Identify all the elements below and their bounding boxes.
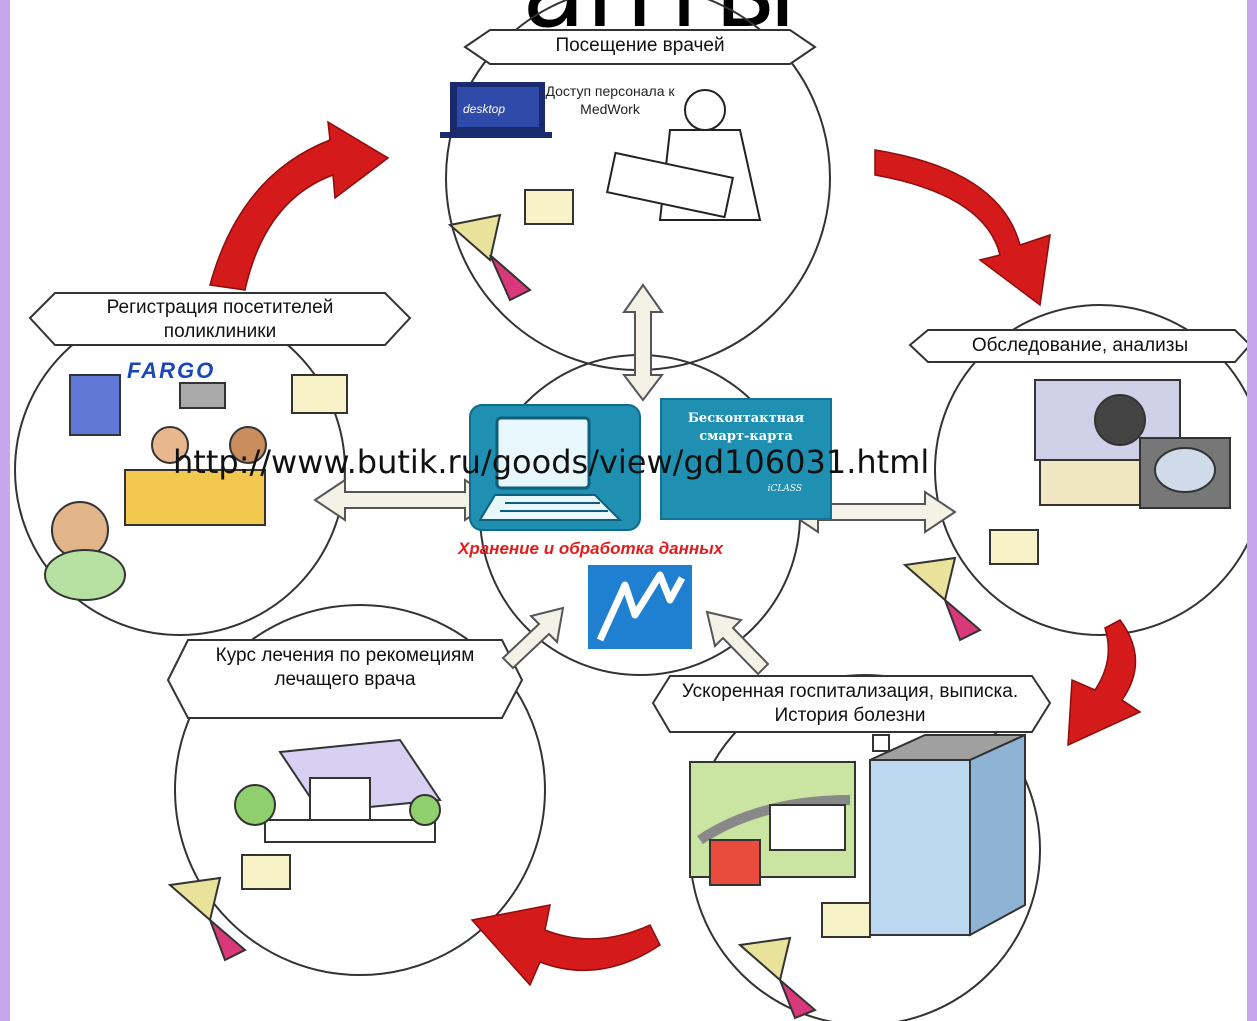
polyclinic-building-icon — [234, 738, 442, 843]
label-examination: Обследование, анализы — [971, 335, 1189, 356]
red-arrow-right — [1067, 619, 1142, 747]
walking-patient-icon — [447, 189, 574, 302]
double-arrow-vertical — [621, 283, 665, 402]
medical-equipment-icon — [1034, 379, 1231, 509]
label-frame-treatment — [166, 639, 524, 719]
label-frame-doctor-visit — [463, 29, 817, 65]
label-frame-hospitalization — [651, 675, 1052, 733]
label-hospitalization: Ускоренная госпитализация, выписка. Исто… — [681, 681, 1019, 726]
red-arrow-top-left — [209, 120, 390, 291]
medwork-logo-icon — [588, 565, 692, 649]
label-doctor-visit: Посещение врачей — [555, 35, 725, 56]
double-arrow-left — [313, 478, 497, 522]
arrow-from-treatment — [501, 606, 565, 670]
walking-patient-icon — [167, 854, 291, 962]
label-registration: Регистрация посетителей поликлиники — [106, 297, 334, 342]
registration-scene-icon — [44, 374, 348, 601]
label-frame-registration — [28, 292, 412, 346]
fargo-logo: FARGO — [127, 358, 216, 383]
circle-examination — [934, 304, 1247, 636]
computer-icon — [469, 404, 641, 531]
label-treatment: Курс лечения по рекомециям лечащего врач… — [215, 645, 475, 690]
label-frame-examination — [908, 329, 1247, 363]
walking-patient-icon — [737, 902, 871, 1020]
arrow-from-hospitalization — [705, 610, 770, 676]
red-arrow-top-right — [874, 149, 1051, 307]
desktop-laptop-icon — [440, 82, 552, 138]
smart-card: Бесконтактная смарт-карта iCLASS — [660, 398, 832, 520]
circle-treatment — [174, 604, 546, 976]
hospital-scene-icon — [689, 733, 1026, 937]
source-url-text: http://www.butik.ru/goods/view/gd106031.… — [173, 443, 930, 481]
red-arrow-bottom — [470, 904, 661, 987]
diagram-canvas — [14, 0, 1247, 1021]
desktop-label: desktop — [463, 102, 506, 116]
slide: анты — [10, 0, 1247, 1021]
center-caption: Хранение и обработка данных — [458, 539, 724, 558]
staff-access-text: Доступ персонала к MedWork — [545, 83, 675, 117]
doctor-figure-icon — [605, 89, 762, 221]
walking-patient-icon — [902, 529, 1039, 642]
smart-card-title: Бесконтактная смарт-карта — [687, 411, 805, 444]
smart-card-brand: iCLASS — [767, 484, 802, 494]
